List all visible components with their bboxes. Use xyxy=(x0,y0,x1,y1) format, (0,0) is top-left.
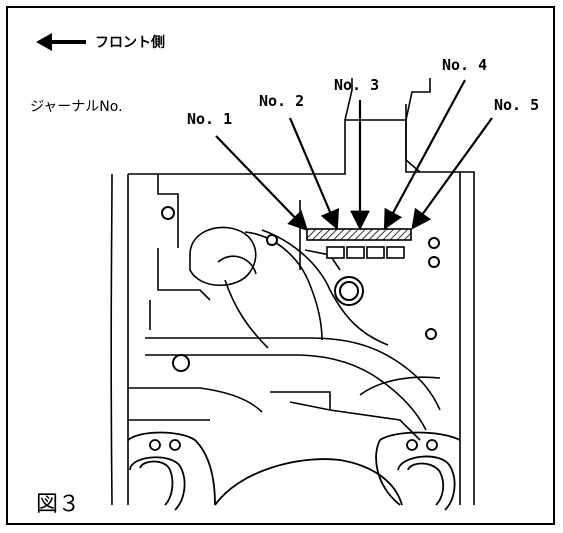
journal-label-no4: No. 4 xyxy=(442,56,488,74)
leader-arrow-no5 xyxy=(411,117,493,230)
leader-arrow-no1 xyxy=(215,135,309,232)
journal-number-title: ジャーナルNo. xyxy=(30,99,123,115)
leader-arrow-no2 xyxy=(288,117,340,231)
journal-label-no1: No. 1 xyxy=(187,110,233,128)
journal-leader-arrows xyxy=(215,79,493,232)
leader-arrow-no4 xyxy=(383,79,466,230)
block-internal-details xyxy=(128,226,441,441)
journal-label-no2: No. 2 xyxy=(259,92,305,110)
figure-frame xyxy=(6,6,555,525)
arrow-left-icon xyxy=(36,33,86,51)
front-side-label: フロント側 xyxy=(95,35,165,51)
bolt-holes xyxy=(161,206,440,372)
figure-label: 図３ xyxy=(32,486,85,518)
engine-block-outline xyxy=(110,78,475,506)
bearing-caps xyxy=(127,431,461,511)
journal-label-no5: No. 5 xyxy=(494,96,540,114)
journal-label-no3: No. 3 xyxy=(334,76,380,94)
